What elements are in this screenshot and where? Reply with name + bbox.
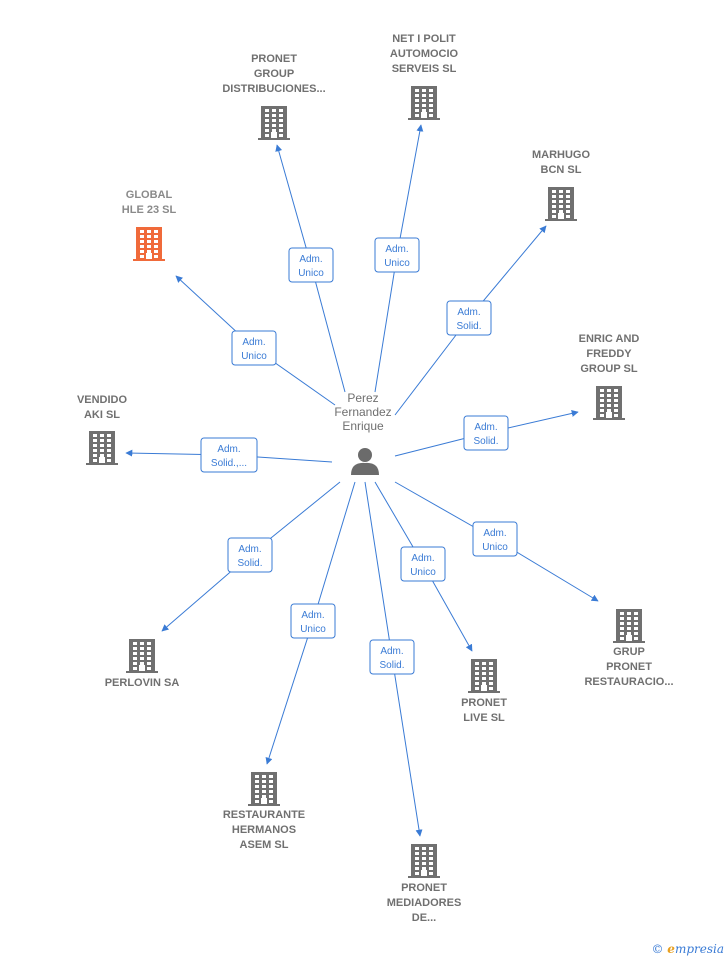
company-name-line: MEDIADORES — [387, 897, 462, 909]
role-text-line: Unico — [241, 351, 267, 362]
role-text-line: Solid. — [237, 558, 262, 569]
building-icon[interactable] — [468, 659, 500, 693]
building-icon[interactable] — [545, 187, 577, 221]
role-badge-marhugo[interactable]: Adm. Solid. — [446, 300, 492, 336]
brand-watermark: © empresia — [651, 942, 724, 956]
company-name-line: BCN SL — [541, 164, 582, 176]
company-node-net-i-polit[interactable]: NET I POLIT AUTOMOCIO SERVEIS SL — [390, 33, 459, 120]
role-badge-pronet-live[interactable]: Adm. Unico — [400, 546, 446, 582]
company-node-marhugo[interactable]: MARHUGO BCN SL — [532, 149, 590, 221]
company-name-line: GRUP — [613, 646, 645, 658]
role-badge-pronet-group[interactable]: Adm. Unico — [288, 247, 334, 283]
company-name-line: AUTOMOCIO — [390, 48, 459, 60]
building-icon[interactable] — [126, 639, 158, 673]
role-badge-vendido-aki[interactable]: Adm. Solid.,... — [200, 437, 258, 473]
company-name-line: ENRIC AND — [579, 333, 640, 345]
role-badge-global-hle[interactable]: Adm. Unico — [231, 330, 277, 366]
person-name-line: Perez — [347, 391, 378, 405]
role-badge-grup-pronet[interactable]: Adm. Unico — [472, 521, 518, 557]
company-node-enric-freddy[interactable]: ENRIC AND FREDDY GROUP SL — [579, 333, 640, 420]
building-icon[interactable] — [133, 227, 165, 261]
company-name-line: PRONET — [401, 882, 447, 894]
building-icon[interactable] — [613, 609, 645, 643]
role-text-line: Unico — [482, 542, 508, 553]
company-name-line: SERVEIS SL — [392, 63, 457, 75]
role-text-line: Adm. — [474, 422, 497, 433]
company-name-line: MARHUGO — [532, 149, 590, 161]
person-name-line: Enrique — [342, 419, 384, 433]
role-text-line: Solid. — [473, 436, 498, 447]
company-node-perlovin[interactable]: PERLOVIN SA — [105, 639, 180, 689]
company-name-line: PERLOVIN SA — [105, 677, 180, 689]
role-text-line: Adm. — [411, 553, 434, 564]
building-icon[interactable] — [258, 106, 290, 140]
role-text-line: Solid. — [379, 660, 404, 671]
role-text-line: Adm. — [299, 254, 322, 265]
company-name-line: HLE 23 SL — [122, 204, 177, 216]
company-node-grup-pronet[interactable]: GRUP PRONET RESTAURACIO... — [584, 609, 674, 688]
company-name-line: PRONET — [251, 53, 297, 65]
role-badge-restaurante-hermanos[interactable]: Adm. Unico — [290, 603, 336, 639]
role-text-line: Adm. — [385, 244, 408, 255]
role-text-line: Adm. — [457, 307, 480, 318]
role-badge-perlovin[interactable]: Adm. Solid. — [227, 537, 273, 573]
building-icon[interactable] — [593, 386, 625, 420]
company-node-pronet-mediadores[interactable]: PRONET MEDIADORES DE... — [387, 844, 462, 924]
company-name-line: GROUP — [254, 68, 294, 80]
copyright-icon: © — [651, 942, 664, 956]
brand-initial: e — [667, 942, 675, 956]
role-text-line: Unico — [384, 258, 410, 269]
role-badge-enric-freddy[interactable]: Adm. Solid. — [463, 415, 509, 451]
role-text-line: Adm. — [238, 544, 261, 555]
role-text-line: Unico — [410, 567, 436, 578]
role-text-line: Adm. — [301, 610, 324, 621]
company-name-line: DE... — [412, 912, 436, 924]
brand-name: mpresia — [674, 942, 724, 956]
company-name-line: FREDDY — [586, 348, 632, 360]
role-text-line: Adm. — [380, 646, 403, 657]
building-icon[interactable] — [408, 86, 440, 120]
company-name-line: NET I POLIT — [392, 33, 456, 45]
role-text-line: Adm. — [217, 444, 240, 455]
company-name-line: RESTAURACIO... — [584, 676, 673, 688]
company-name-line: HERMANOS — [232, 824, 296, 836]
company-name-line: VENDIDO — [77, 394, 128, 406]
company-name-line: GLOBAL — [126, 189, 173, 201]
person-icon[interactable] — [351, 448, 379, 475]
role-badge-pronet-mediadores[interactable]: Adm. Solid. — [369, 639, 415, 675]
company-name-line: PRONET — [606, 661, 652, 673]
role-text-line: Adm. — [483, 528, 506, 539]
person-name-line: Fernandez — [334, 405, 391, 419]
role-text-line: Unico — [298, 268, 324, 279]
company-node-global-hle[interactable]: GLOBAL HLE 23 SL — [122, 189, 177, 261]
company-name-line: GROUP SL — [580, 363, 638, 375]
building-icon[interactable] — [408, 844, 440, 878]
role-text-line: Unico — [300, 624, 326, 635]
role-badge-net-i-polit[interactable]: Adm. Unico — [374, 237, 420, 273]
company-name-line: AKI SL — [84, 409, 120, 421]
building-icon[interactable] — [86, 431, 118, 465]
role-text-line: Solid. — [456, 321, 481, 332]
role-text-line: Solid.,... — [211, 458, 247, 469]
company-name-line: PRONET — [461, 697, 507, 709]
company-name-line: RESTAURANTE — [223, 809, 305, 821]
role-text-line: Adm. — [242, 337, 265, 348]
building-icon[interactable] — [248, 772, 280, 806]
company-name-line: ASEM SL — [240, 839, 289, 851]
company-node-pronet-live[interactable]: PRONET LIVE SL — [461, 659, 507, 724]
company-name-line: DISTRIBUCIONES... — [222, 83, 325, 95]
company-node-pronet-group[interactable]: PRONET GROUP DISTRIBUCIONES... — [222, 53, 326, 140]
company-node-restaurante-hermanos[interactable]: RESTAURANTE HERMANOS ASEM SL — [223, 772, 305, 851]
company-node-vendido-aki[interactable]: VENDIDO AKI SL — [77, 394, 128, 465]
company-name-line: LIVE SL — [463, 712, 505, 724]
